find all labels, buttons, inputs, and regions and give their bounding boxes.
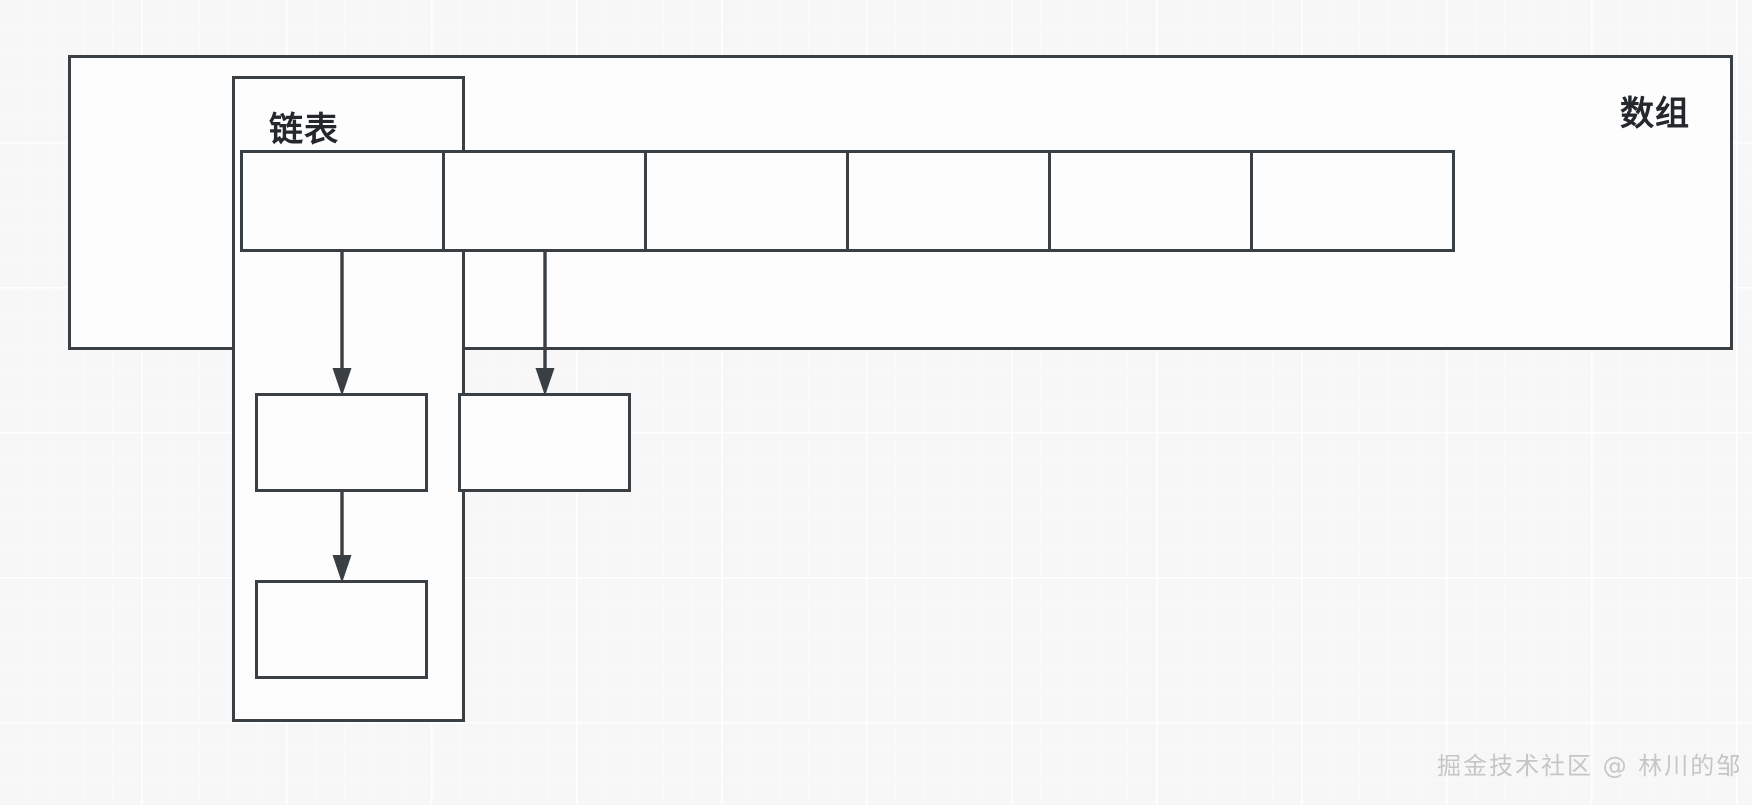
list-node-2[interactable] <box>458 393 631 492</box>
array-cell-1[interactable] <box>240 150 445 252</box>
array-cell-5[interactable] <box>1048 150 1253 252</box>
list-node-1[interactable] <box>255 393 428 492</box>
arrow-array-cell-1-to-node-1 <box>332 250 352 396</box>
array-cell-2[interactable] <box>442 150 647 252</box>
arrow-node-1-to-node-3 <box>332 489 352 583</box>
linked-list-label: 链表 <box>269 111 339 149</box>
list-node-3[interactable] <box>255 580 428 679</box>
array-cell-6[interactable] <box>1250 150 1455 252</box>
arrow-array-cell-2-to-node-2 <box>535 250 555 396</box>
array-label: 数组 <box>1620 95 1690 133</box>
watermark-text: 掘金技术社区 @ 林川的邹 <box>1437 752 1743 780</box>
array-cell-3[interactable] <box>644 150 849 252</box>
array-cells-row <box>240 150 1455 252</box>
array-cell-4[interactable] <box>846 150 1051 252</box>
